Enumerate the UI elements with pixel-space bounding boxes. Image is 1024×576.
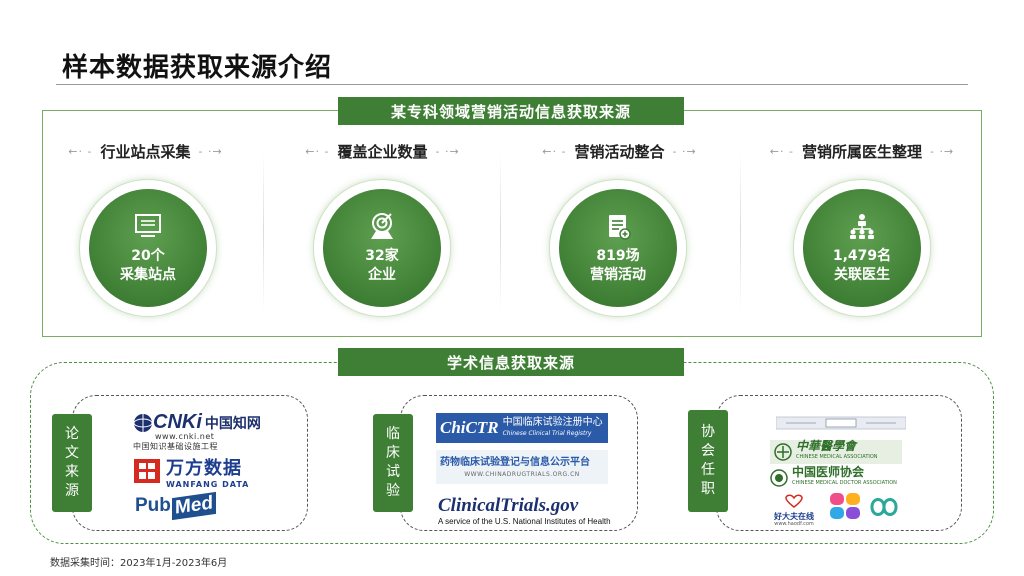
arrow-right-icon: - ·→ xyxy=(435,144,460,158)
chinadrugtrials-logo: 药物临床试验登记与信息公示平台 WWW.CHINADRUGTRIALS.ORG.… xyxy=(436,450,608,484)
arrow-right-icon: - ·→ xyxy=(198,144,223,158)
target-icon xyxy=(371,213,393,239)
tab-char: 论 xyxy=(65,426,79,442)
chinadrugtrials-chinese-name: 药物临床试验登记与信息公示平台 xyxy=(440,457,590,468)
clinicaltrials-gov-wordmark: ClinicalTrials.gov xyxy=(438,495,579,516)
stat-caption: 采集站点 xyxy=(120,267,176,283)
tab-char: 任 xyxy=(701,462,715,478)
cnki-chinese-name: 中国知网 xyxy=(204,415,261,432)
stat-value: 1,479名 xyxy=(832,248,892,264)
column-divider xyxy=(740,152,741,312)
cma-emblem-icon xyxy=(774,443,792,461)
tab-char: 职 xyxy=(701,481,715,497)
column-divider xyxy=(500,152,501,312)
arrow-right-icon: - ·→ xyxy=(672,144,697,158)
tab-char: 临 xyxy=(386,426,400,442)
stat-caption: 企业 xyxy=(368,267,396,283)
column-label-doctors: ←· - 营销所属医生整理 - ·→ xyxy=(742,140,982,162)
tab-char: 床 xyxy=(386,445,400,461)
tab-char: 会 xyxy=(701,443,715,459)
papers-source-tab: 论 文 来 源 xyxy=(52,414,92,512)
chictr-wordmark: ChiCTR xyxy=(440,418,499,437)
arrow-left-icon: ←· - xyxy=(305,144,330,158)
stat-value: 20个 xyxy=(131,248,165,264)
haodf-url: www.haodf.com xyxy=(774,521,814,527)
cmda-logo: 中国医师协会 CHINESE MEDICAL DOCTOR ASSOCIATIO… xyxy=(770,465,910,488)
column-label-text: 营销所属医生整理 xyxy=(801,142,922,161)
stat-circle-activities: 819场 营销活动 xyxy=(550,180,686,316)
title-divider xyxy=(56,84,968,85)
tab-char: 文 xyxy=(65,445,79,461)
arrow-left-icon: ←· - xyxy=(769,144,794,158)
tab-char: 源 xyxy=(65,483,79,499)
wanfang-mark-icon xyxy=(134,459,160,483)
knot-icon xyxy=(870,498,898,516)
chinadrugtrials-url: WWW.CHINADRUGTRIALS.ORG.CN xyxy=(464,471,580,478)
cnki-wordmark: CNKi xyxy=(153,411,202,433)
clinicaltrials-gov-subtitle: A service of the U.S. National Institute… xyxy=(438,517,611,526)
building-icon xyxy=(775,416,907,430)
cma-logo: 中華醫學會 CHINESE MEDICAL ASSOCIATION xyxy=(770,440,902,464)
heart-icon xyxy=(785,494,803,508)
marketing-sources-banner: 某专科领域营销活动信息获取来源 xyxy=(338,97,684,125)
cnki-url: www.cnki.net xyxy=(155,432,215,441)
cma-chinese-name: 中華醫學會 xyxy=(796,439,857,453)
cnki-globe-icon xyxy=(133,413,153,432)
arrow-left-icon: ←· - xyxy=(68,144,93,158)
tab-char: 来 xyxy=(65,464,79,480)
wanfang-english-name: WANFANG DATA xyxy=(166,479,250,489)
tab-char: 验 xyxy=(386,483,400,499)
cnki-subtitle: 中国知识基础设施工程 xyxy=(133,442,218,451)
pubmed-word-med: Med xyxy=(171,491,216,521)
notepad-icon xyxy=(609,215,631,240)
column-label-sites: ←· - 行业站点采集 - ·→ xyxy=(28,140,263,162)
flower-icon xyxy=(830,493,860,519)
association-tab: 协 会 任 职 xyxy=(688,410,728,512)
cmda-chinese-name: 中国医师协会 xyxy=(792,465,865,479)
stat-circle-companies: 32家 企业 xyxy=(314,180,450,316)
colorful-flower-logo xyxy=(828,492,862,520)
data-collection-footnote: 数据采集时间：2023年1月-2023年6月 xyxy=(50,558,228,569)
pubmed-word-pub: Pub xyxy=(135,495,171,516)
wanfang-chinese-name: 万方数据 xyxy=(166,457,242,479)
stat-circle-sites: 20个 采集站点 xyxy=(80,180,216,316)
haodf-name: 好大夫在线 xyxy=(774,512,814,521)
arrow-right-icon: - ·→ xyxy=(930,144,955,158)
clinical-trials-tab: 临 床 试 验 xyxy=(373,414,413,512)
column-label-text: 行业站点采集 xyxy=(100,142,191,161)
stat-value: 32家 xyxy=(365,248,399,264)
stat-caption: 关联医生 xyxy=(834,267,890,283)
clinicaltrials-gov-logo: ClinicalTrials.gov A service of the U.S.… xyxy=(438,495,628,526)
arrow-left-icon: ←· - xyxy=(542,144,567,158)
chictr-chinese-name: 中国临床试验注册中心 xyxy=(502,417,603,428)
stat-caption: 营销活动 xyxy=(590,267,646,283)
chictr-english-name: Chinese Clinical Trial Registry xyxy=(502,430,592,437)
wanfang-logo: 万方数据 WANFANG DATA xyxy=(133,456,283,489)
stat-value: 819场 xyxy=(596,248,640,264)
stat-circle-doctors: 1,479名 关联医生 xyxy=(794,180,930,316)
page-title: 样本数据获取来源介绍 xyxy=(62,53,333,83)
association-banner-graphic xyxy=(775,413,907,433)
cmda-english-name: CHINESE MEDICAL DOCTOR ASSOCIATION xyxy=(792,480,897,486)
cnki-logo: CNKi 中国知网 www.cnki.net 中国知识基础设施工程 xyxy=(133,411,293,451)
monitor-icon xyxy=(135,214,161,237)
tab-char: 协 xyxy=(701,424,715,440)
knot-logo xyxy=(868,494,900,520)
pubmed-logo: Pub Med xyxy=(135,491,217,521)
column-divider xyxy=(263,152,264,312)
column-label-activities: ←· - 营销活动整合 - ·→ xyxy=(502,140,737,162)
academic-sources-banner: 学术信息获取来源 xyxy=(338,348,684,376)
cma-english-name: CHINESE MEDICAL ASSOCIATION xyxy=(796,454,878,460)
chictr-logo: ChiCTR 中国临床试验注册中心 Chinese Clinical Trial… xyxy=(436,413,608,443)
column-label-companies: ←· - 覆盖企业数量 - ·→ xyxy=(265,140,500,162)
org-chart-icon xyxy=(850,214,874,239)
column-label-text: 营销活动整合 xyxy=(574,142,665,161)
column-label-text: 覆盖企业数量 xyxy=(337,142,428,161)
tab-char: 试 xyxy=(386,464,400,480)
haodf-logo: 好大夫在线 www.haodf.com xyxy=(764,493,824,527)
cmda-emblem-icon xyxy=(770,469,788,487)
